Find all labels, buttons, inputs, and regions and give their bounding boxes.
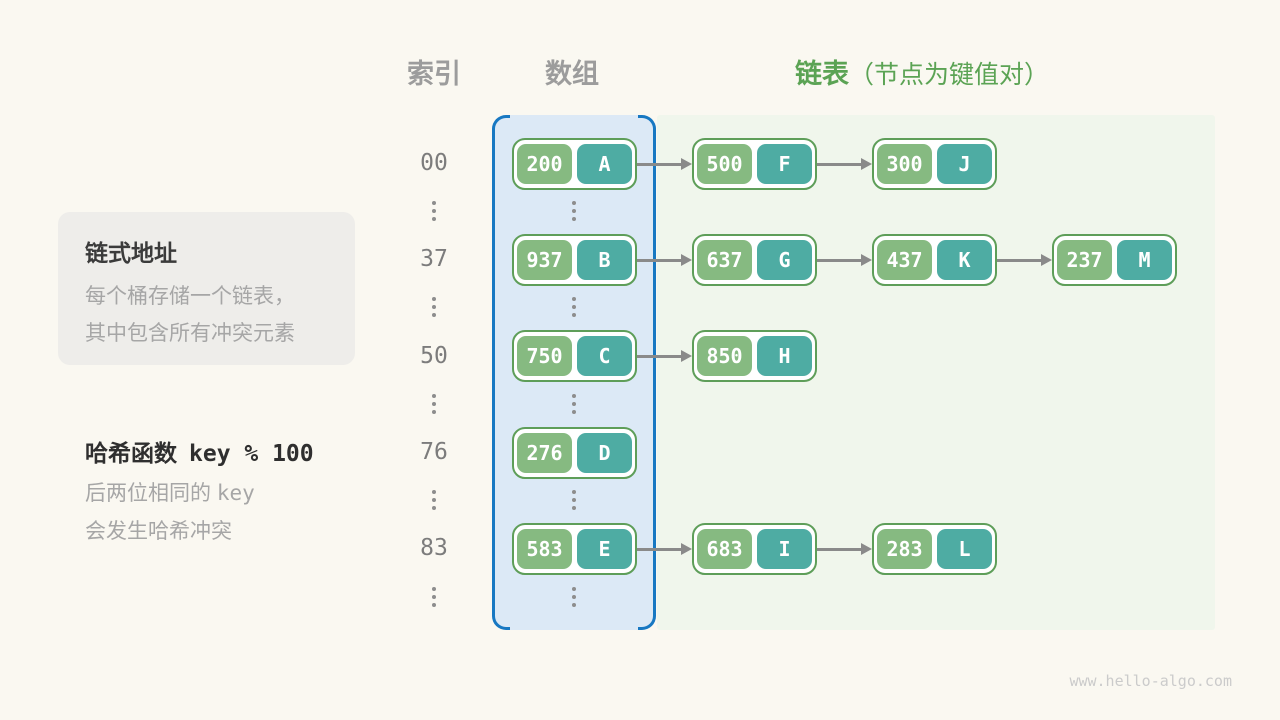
key-cell: 750 (517, 336, 572, 376)
site-watermark: www.hello-algo.com (1069, 672, 1232, 690)
arrow-icon (817, 158, 872, 170)
list-column-header-annotation: （节点为键值对） (849, 61, 1050, 89)
index-column-header: 索引 (407, 59, 461, 89)
arrow-icon (637, 158, 692, 170)
value-cell: F (757, 144, 812, 184)
key-cell: 850 (697, 336, 752, 376)
pair-node: 750 C (512, 330, 637, 382)
pair-node: 937 B (512, 234, 637, 286)
index-label: 76 (420, 439, 448, 465)
key-cell: 683 (697, 529, 752, 569)
value-cell: E (577, 529, 632, 569)
vertical-ellipsis-icon (544, 490, 604, 510)
pair-node: 200 A (512, 138, 637, 190)
pair-node: 276 D (512, 427, 637, 479)
info-box-line: 其中包含所有冲突元素 (85, 322, 295, 345)
pair-node: 283 L (872, 523, 997, 575)
info-box-title: 链式地址 (85, 240, 177, 266)
hash-function-title-text: 哈希函数 (85, 440, 177, 466)
pair-node: 237 M (1052, 234, 1177, 286)
list-column-header: 链表 （节点为键值对） (795, 52, 1049, 91)
value-cell: D (577, 433, 632, 473)
key-cell: 276 (517, 433, 572, 473)
vertical-ellipsis-icon (544, 297, 604, 317)
vertical-ellipsis-icon (404, 394, 464, 414)
hash-function-code: key % 100 (189, 441, 314, 467)
value-cell: L (937, 529, 992, 569)
value-cell: J (937, 144, 992, 184)
hash-note-line: 后两位相同的 key (85, 477, 255, 507)
vertical-ellipsis-icon (544, 201, 604, 221)
index-label: 50 (420, 343, 448, 369)
hash-note-line-text: 后两位相同的 (85, 482, 211, 505)
value-cell: G (757, 240, 812, 280)
bucket-row: 583 E 683 I 283 L (512, 523, 997, 575)
key-cell: 937 (517, 240, 572, 280)
key-cell: 283 (877, 529, 932, 569)
pair-node: 500 F (692, 138, 817, 190)
key-cell: 637 (697, 240, 752, 280)
pair-node: 683 I (692, 523, 817, 575)
bucket-row: 200 A 500 F 300 J (512, 138, 997, 190)
pair-node: 850 H (692, 330, 817, 382)
value-cell: M (1117, 240, 1172, 280)
value-cell: A (577, 144, 632, 184)
hash-note-line-code: key (216, 481, 255, 505)
hash-note-line-text: 会发生哈希冲突 (85, 520, 232, 543)
vertical-ellipsis-icon (544, 587, 604, 607)
arrow-icon (637, 254, 692, 266)
vertical-ellipsis-icon (404, 490, 464, 510)
pair-node: 437 K (872, 234, 997, 286)
arrow-icon (997, 254, 1052, 266)
array-bracket-left-icon (492, 115, 510, 630)
value-cell: B (577, 240, 632, 280)
value-cell: H (757, 336, 812, 376)
value-cell: I (757, 529, 812, 569)
vertical-ellipsis-icon (404, 297, 464, 317)
vertical-ellipsis-icon (404, 587, 464, 607)
pair-node: 300 J (872, 138, 997, 190)
key-cell: 583 (517, 529, 572, 569)
arrow-icon (817, 543, 872, 555)
pair-node: 583 E (512, 523, 637, 575)
arrow-icon (637, 350, 692, 362)
bucket-row: 750 C 850 H (512, 330, 817, 382)
key-cell: 437 (877, 240, 932, 280)
list-column-header-label: 链表 (795, 59, 849, 89)
key-cell: 237 (1057, 240, 1112, 280)
arrow-icon (637, 543, 692, 555)
hash-function-title: 哈希函数 key % 100 (85, 434, 314, 468)
vertical-ellipsis-icon (404, 201, 464, 221)
value-cell: C (577, 336, 632, 376)
bucket-row: 276 D (512, 427, 637, 479)
array-column-header: 数组 (545, 59, 599, 89)
key-cell: 500 (697, 144, 752, 184)
index-label: 83 (420, 535, 448, 561)
hash-note-line: 会发生哈希冲突 (85, 515, 232, 545)
key-cell: 300 (877, 144, 932, 184)
key-cell: 200 (517, 144, 572, 184)
array-bracket-right-icon (638, 115, 656, 630)
chaining-info-box: 链式地址 每个桶存储一个链表， 其中包含所有冲突元素 (58, 212, 355, 365)
info-box-line: 每个桶存储一个链表， (85, 285, 295, 308)
bucket-row: 937 B 637 G 437 K 237 M (512, 234, 1177, 286)
pair-node: 637 G (692, 234, 817, 286)
index-label: 37 (420, 246, 448, 272)
vertical-ellipsis-icon (544, 394, 604, 414)
value-cell: K (937, 240, 992, 280)
arrow-icon (817, 254, 872, 266)
index-label: 00 (420, 150, 448, 176)
